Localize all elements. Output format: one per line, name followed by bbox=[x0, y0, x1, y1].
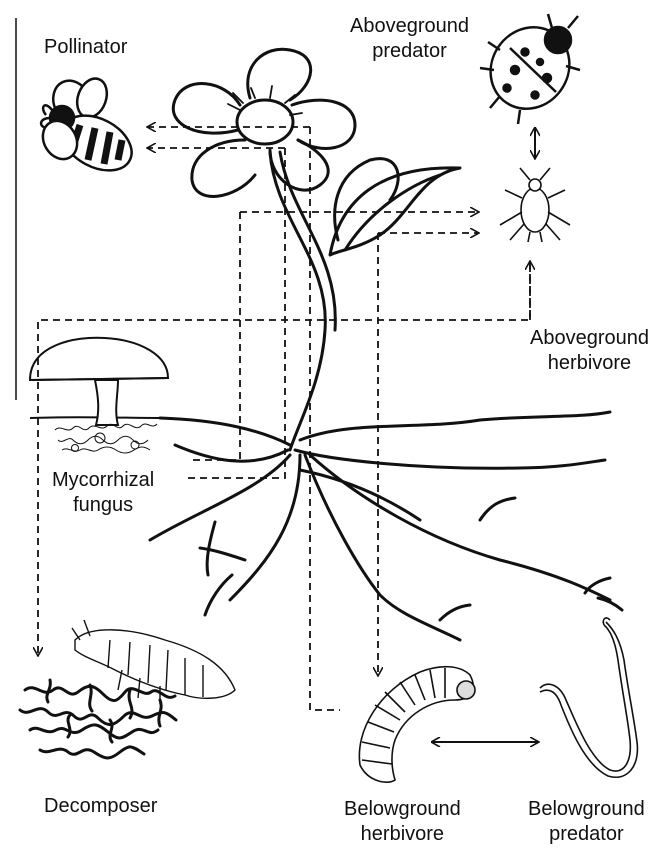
label-aboveground-herbivore-line1: Aboveground bbox=[530, 326, 649, 351]
label-aboveground-predator: Aboveground predator bbox=[350, 14, 469, 64]
label-mycorrhizal-fungus-line1: Mycorrhizal bbox=[52, 468, 154, 493]
bee-icon bbox=[36, 74, 141, 181]
mushroom-icon bbox=[30, 338, 168, 425]
label-pollinator: Pollinator bbox=[44, 35, 127, 60]
label-belowground-predator-line2: predator bbox=[528, 822, 645, 847]
label-belowground-herbivore: Belowground herbivore bbox=[344, 797, 461, 847]
label-decomposer-text: Decomposer bbox=[44, 794, 157, 819]
label-mycorrhizal-fungus: Mycorrhizal fungus bbox=[52, 468, 154, 518]
label-aboveground-herbivore-line2: herbivore bbox=[530, 351, 649, 376]
ladybird-icon bbox=[475, 12, 585, 124]
mycorrhiza-soil-icon bbox=[55, 424, 157, 453]
label-mycorrhizal-fungus-line2: fungus bbox=[52, 493, 154, 518]
soil-line bbox=[30, 417, 160, 418]
grub-larva-icon bbox=[359, 667, 475, 783]
fungal-hyphae-icon bbox=[20, 680, 176, 758]
nematode-icon bbox=[540, 618, 637, 777]
label-belowground-herbivore-line2: herbivore bbox=[344, 822, 461, 847]
label-decomposer: Decomposer bbox=[44, 794, 157, 819]
label-aboveground-herbivore: Aboveground herbivore bbox=[530, 326, 649, 376]
label-belowground-predator-line1: Belowground bbox=[528, 797, 645, 822]
aphid-icon bbox=[500, 168, 570, 242]
label-belowground-herbivore-line1: Belowground bbox=[344, 797, 461, 822]
label-aboveground-predator-line2: predator bbox=[350, 39, 469, 64]
label-aboveground-predator-line1: Aboveground bbox=[350, 14, 469, 39]
label-pollinator-text: Pollinator bbox=[44, 35, 127, 60]
label-belowground-predator: Belowground predator bbox=[528, 797, 645, 847]
